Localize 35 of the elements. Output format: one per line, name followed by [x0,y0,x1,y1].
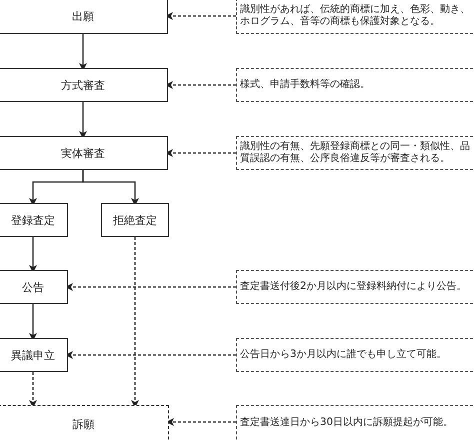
note-box [236,405,474,440]
arrow [79,34,87,71]
process-box [0,136,168,170]
box-label: 拒絶査定 [113,212,157,228]
note-box [236,270,474,304]
process-box [0,203,68,237]
note-box [236,0,474,34]
dashed-arrow [29,372,37,408]
box-label: 出願 [72,9,94,24]
box-label: 登録査定 [11,212,55,228]
box-label: 異議申立 [11,348,55,362]
arrow [29,237,37,273]
note-box [236,136,474,170]
arrow [29,304,37,341]
dashed-arrow [131,237,139,408]
box-label: 実体審査 [61,146,105,160]
note-text: 公告日から3か月以内に誰でも申し立て可能。 [240,349,446,361]
note-box [236,338,474,372]
note-text: 識別性の有無、先願登録商標との同一・類似性、品質誤認の有無、公序良俗違反等が審査される。 [240,141,471,165]
box-label: 方式審査 [61,78,105,92]
process-box [0,270,68,304]
box-label: 公告 [22,280,44,294]
note-text: 査定書送付後2か月以内に登録料納付により公告。 [240,281,466,293]
process-box [101,203,169,237]
process-box [0,338,68,372]
process-box [0,68,168,102]
dashed-process-box [0,405,169,440]
process-box [0,0,168,34]
note-box [236,68,474,102]
arrow [82,170,139,206]
note-text: 識別性があれば、伝統的商標に加え、色彩、動き、ホログラム、音等の商標も保護対象となる。 [240,4,471,28]
note-text: 様式、申請手数料等の確認。 [240,79,370,91]
box-label: 訴願 [72,417,94,432]
arrow [79,102,87,139]
note-text: 査定書送達日から30日以内に訴願提起が可能。 [240,417,453,429]
